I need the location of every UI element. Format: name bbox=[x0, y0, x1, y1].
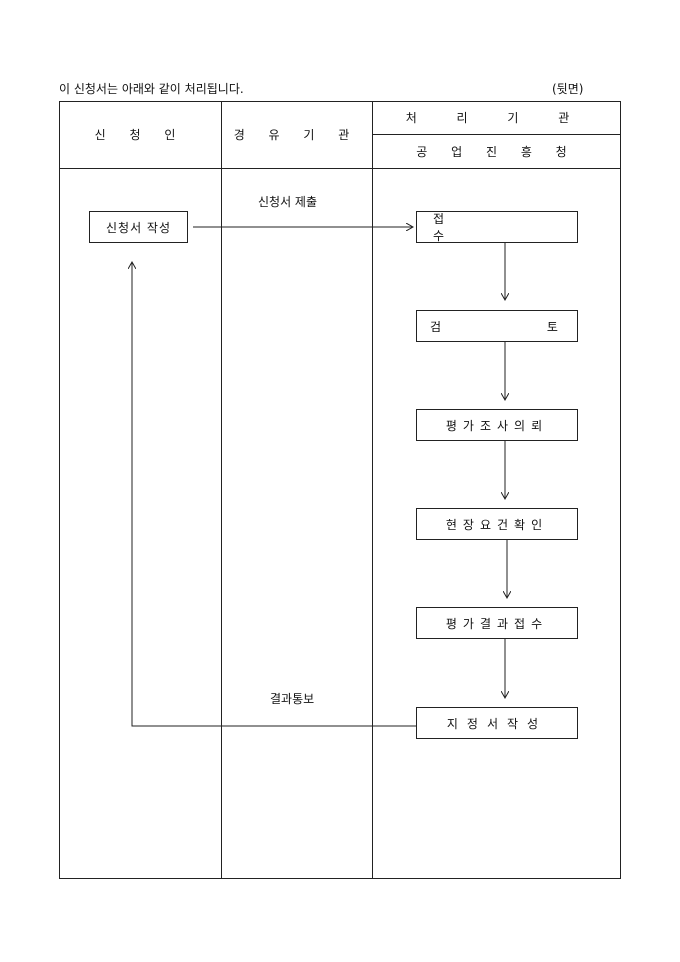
applicant-box: 신청서 작성 bbox=[89, 211, 188, 243]
header-via-agency: 경 유 기 관 bbox=[233, 128, 360, 142]
header-processing-agency: 처 리 기 관 bbox=[405, 111, 588, 125]
header-applicant: 신 청 인 bbox=[94, 128, 186, 142]
step-label: 검 토 bbox=[430, 319, 564, 334]
header-bottom-line bbox=[59, 168, 621, 169]
step-box-evaluation-request: 평가조사의뢰 bbox=[416, 409, 578, 441]
flow-table bbox=[59, 101, 621, 879]
step-box-receipt: 접 수 bbox=[416, 211, 578, 243]
step-box-certificate: 지정서작성 bbox=[416, 707, 578, 739]
column-divider bbox=[221, 101, 222, 879]
submit-label: 신청서 제출 bbox=[258, 195, 318, 209]
intro-text: 이 신청서는 아래와 같이 처리됩니다. bbox=[59, 82, 244, 96]
header-divider bbox=[372, 134, 621, 135]
step-label: 접 수 bbox=[433, 212, 451, 243]
header-agency-name: 공 업 진 흥 청 bbox=[416, 144, 577, 159]
result-label: 결과통보 bbox=[270, 692, 315, 706]
step-box-site-check: 현장요건확인 bbox=[416, 508, 578, 540]
column-divider bbox=[372, 101, 373, 879]
step-box-review: 검 토 bbox=[416, 310, 578, 342]
page-side-label: (뒷면) bbox=[552, 82, 584, 96]
result-arrow bbox=[132, 262, 416, 727]
step-box-evaluation-result: 평가결과접수 bbox=[416, 607, 578, 639]
